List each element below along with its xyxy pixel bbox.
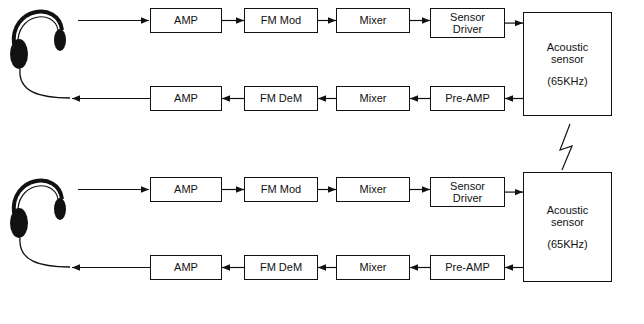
signal-arrow — [410, 189, 430, 190]
output-arrow — [72, 267, 150, 268]
signal-arrow — [222, 20, 244, 21]
signal-arrow — [505, 98, 523, 99]
signal-arrow — [505, 267, 523, 268]
process-box: Pre-AMP — [430, 255, 505, 280]
box-label: (65KHz) — [547, 238, 587, 250]
box-label: AMP — [174, 92, 198, 104]
signal-arrow — [222, 98, 244, 99]
input-arrow — [78, 189, 149, 190]
process-box: Pre-AMP — [430, 86, 505, 111]
signal-arrow — [318, 267, 336, 268]
output-arrow — [72, 98, 150, 99]
box-label: FM Mod — [261, 183, 301, 195]
sensor-box: Acoustic sensor (65KHz) — [523, 12, 612, 116]
box-label: Acoustic sensor — [538, 204, 598, 228]
box-label: Pre-AMP — [445, 261, 490, 273]
signal-arrow — [318, 20, 336, 21]
box-label: Acoustic sensor — [538, 41, 598, 65]
box-label: AMP — [174, 14, 198, 26]
box-label: Mixer — [360, 92, 387, 104]
box-label: AMP — [174, 183, 198, 195]
signal-arrow — [505, 22, 523, 23]
wireless-link-symbol — [560, 124, 572, 170]
process-box: Sensor Driver — [430, 8, 505, 38]
box-label: Mixer — [360, 261, 387, 273]
signal-arrow — [318, 189, 336, 190]
process-box: FM DeM — [244, 255, 318, 280]
box-label: Mixer — [360, 183, 387, 195]
signal-arrow — [222, 267, 244, 268]
signal-arrow — [410, 98, 430, 99]
box-label: (65KHz) — [547, 75, 587, 87]
process-box: Mixer — [336, 86, 410, 111]
box-label: FM Mod — [261, 14, 301, 26]
box-label: FM DeM — [260, 92, 302, 104]
headset-icon — [10, 181, 70, 267]
box-label: Sensor Driver — [435, 180, 500, 204]
headset-icon — [10, 12, 70, 98]
signal-arrow — [505, 191, 523, 192]
process-box: Mixer — [336, 177, 410, 202]
process-box: Mixer — [336, 8, 410, 33]
process-box: FM Mod — [244, 8, 318, 33]
box-label: Sensor Driver — [435, 11, 500, 35]
process-box: Mixer — [336, 255, 410, 280]
process-box: FM DeM — [244, 86, 318, 111]
signal-arrow — [410, 20, 430, 21]
signal-arrow — [410, 267, 430, 268]
process-box: AMP — [150, 177, 222, 202]
signal-arrow — [318, 98, 336, 99]
process-box: Sensor Driver — [430, 177, 505, 207]
box-label: FM DeM — [260, 261, 302, 273]
box-label: Mixer — [360, 14, 387, 26]
process-box: FM Mod — [244, 177, 318, 202]
box-label: AMP — [174, 261, 198, 273]
process-box: AMP — [150, 8, 222, 33]
process-box: AMP — [150, 255, 222, 280]
sensor-box: Acoustic sensor (65KHz) — [523, 172, 612, 282]
signal-arrow — [222, 189, 244, 190]
input-arrow — [78, 20, 149, 21]
process-box: AMP — [150, 86, 222, 111]
box-label: Pre-AMP — [445, 92, 490, 104]
